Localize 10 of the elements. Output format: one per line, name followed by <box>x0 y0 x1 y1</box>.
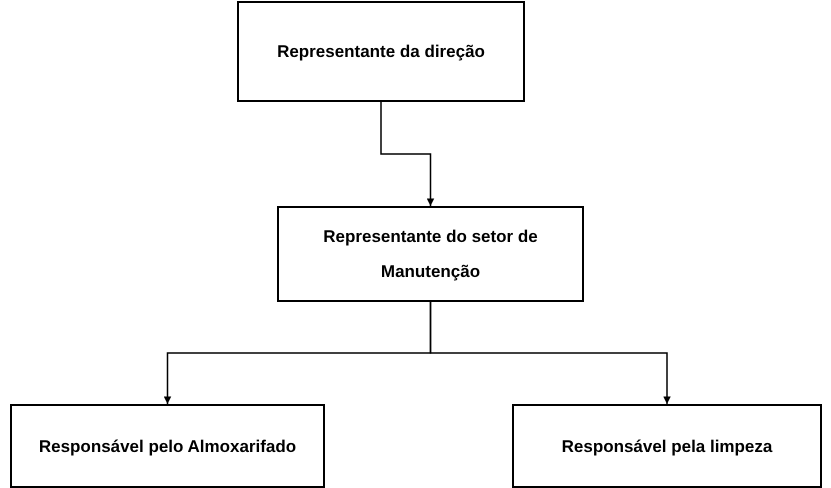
connector-arrow <box>380 102 434 206</box>
role-box <box>277 206 584 302</box>
connector-arrow <box>430 302 671 404</box>
role-title: Responsável pelo Almoxarifado <box>38 436 296 458</box>
role-box <box>512 404 822 488</box>
role-title: Representante do setor de Manutenção <box>322 226 539 283</box>
role-title: Representante da direção <box>277 41 485 63</box>
role-box <box>237 1 525 102</box>
role-box <box>10 404 325 488</box>
role-title: Responsável pela limpeza <box>562 436 772 458</box>
